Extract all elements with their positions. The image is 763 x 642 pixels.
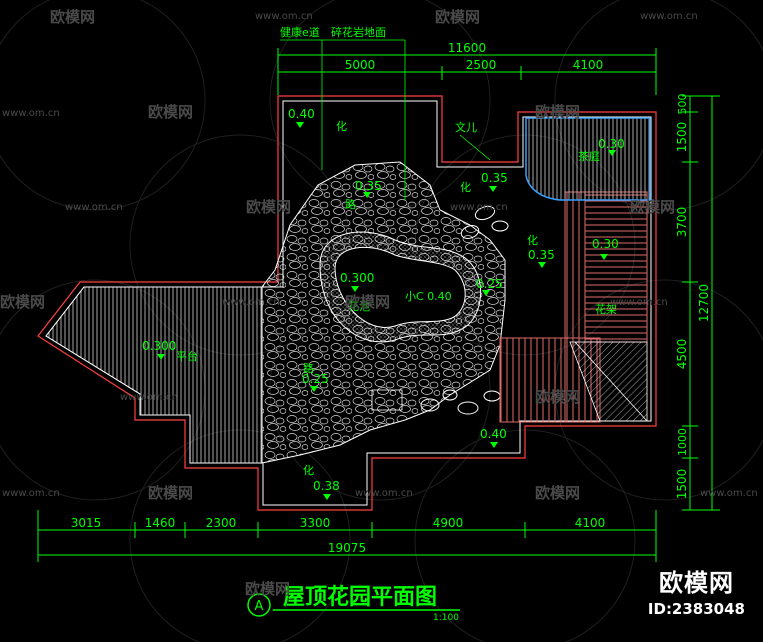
watermark-url: www.om.cn: [640, 11, 698, 22]
dim-top-seg: 5000: [345, 58, 376, 72]
note-flower: 化: [303, 463, 314, 477]
watermark-url: www.om.cn: [700, 488, 758, 499]
note-pergola: 花架: [595, 303, 617, 316]
pergola: [499, 191, 648, 423]
note-flower: 化: [336, 119, 347, 133]
dim-right-seg: 1500: [675, 122, 689, 153]
elevation-label: 0.300: [340, 271, 374, 285]
title-scale: 1:100: [433, 613, 459, 623]
note-terrace: 平台: [176, 349, 198, 363]
dim-right-seg: 4500: [675, 339, 689, 370]
dim-bottom-seg: 3300: [300, 516, 331, 530]
watermark-logo: 欧模网: [148, 484, 194, 502]
leader-lines: [280, 39, 491, 200]
watermark-url: www.om.cn: [2, 108, 60, 119]
title-marker-circle: [247, 593, 271, 617]
dim-bottom-seg: 4900: [433, 516, 464, 530]
elevation-label: 0.35: [481, 171, 508, 185]
watermark-logo: 欧模网: [148, 103, 194, 121]
watermark-logo: 欧模网: [50, 8, 96, 26]
watermark-url: www.om.cn: [120, 392, 178, 403]
elevation-label: 0.40: [480, 427, 507, 441]
watermark-logo: 欧模网: [345, 293, 391, 311]
dim-right-total: 12700: [697, 284, 711, 322]
watermark-logo: 欧模网: [535, 388, 581, 406]
dim-top-seg: 2500: [466, 58, 497, 72]
elevation-label: 0.30: [592, 237, 619, 251]
watermark-url: www.om.cn: [450, 202, 508, 213]
pond: [319, 231, 482, 343]
dimension-texts: 11600 5000 2500 4100 3015 1460 2300 3300…: [71, 41, 711, 555]
note-path: 路: [303, 362, 314, 375]
watermark-url: www.om.cn: [355, 488, 413, 499]
dim-bottom-seg: 3015: [71, 516, 102, 530]
title-marker: A: [255, 599, 264, 614]
watermark-logo: 欧模网: [0, 293, 46, 311]
dim-right-seg: 1000: [676, 428, 689, 456]
elevation-texts: 0.40 0.35 0.35 0.35 0.30 0.30 0.300 0.25…: [142, 107, 625, 493]
note-flower: 化: [527, 233, 538, 247]
dimension-lines: [37, 48, 720, 562]
elevation-label: 0.40: [288, 107, 315, 121]
dim-right-seg: 1500: [675, 469, 689, 500]
terrace-area: [45, 286, 263, 464]
drawing-title: 屋顶花园平面图: [283, 584, 437, 610]
watermark-url: www.om.cn: [222, 297, 280, 308]
dim-bottom-seg: 2300: [206, 516, 237, 530]
elevation-label: 0.30: [598, 137, 625, 151]
note-flower: 化: [460, 180, 471, 194]
watermark-logo: 欧模网: [535, 103, 581, 121]
brand-id: ID:2383048: [647, 600, 745, 618]
note-wenr: 文儿: [455, 120, 477, 134]
watermark-logo: 欧模网: [435, 8, 481, 26]
note-healthy-path: 健康e道: [280, 25, 320, 39]
note-path: 路: [345, 198, 356, 211]
watermark-url: www.om.cn: [2, 488, 60, 499]
elevation-label: 0.35: [528, 248, 555, 262]
watermark-logo: 欧模网: [246, 198, 292, 216]
stepping-stones: [420, 205, 509, 415]
watermark-url: www.om.cn: [255, 11, 313, 22]
note-gravel-ground: 碎花岩地面: [331, 25, 386, 39]
dim-top-total: 11600: [448, 41, 486, 55]
dim-bottom-seg: 4100: [575, 516, 606, 530]
dim-right-seg: 3700: [675, 207, 689, 238]
elevation-label: 0.38: [313, 479, 340, 493]
dim-right-seg: 500: [676, 94, 689, 115]
brand-stamp: 欧模网 ID:2383048: [648, 563, 745, 618]
note-pool: 花池: [348, 300, 370, 313]
elevation-label: 0.35: [355, 179, 382, 193]
watermark-logo: 欧模网: [245, 580, 291, 598]
drawing-title-block: A 屋顶花园平面图 1:100: [247, 584, 460, 623]
watermark-logo: 欧模网: [630, 198, 676, 216]
elevation-label: 0.25: [476, 277, 503, 291]
watermark-url: www.om.cn: [65, 202, 123, 213]
annotation-texts: 健康e道 碎花岩地面 文儿 茶庭 花架 平台 花池 小C 0.40 路 路 化 …: [176, 25, 617, 477]
elevation-triangles: [157, 122, 616, 500]
watermark-url: www.om.cn: [610, 297, 668, 308]
elevation-label: 0.300: [142, 339, 176, 353]
watermark-logo: 欧模网: [535, 484, 581, 502]
tea-deck: [525, 117, 651, 201]
note-tea-garden: 茶庭: [578, 149, 600, 163]
brand-name: 欧模网: [658, 569, 734, 597]
dim-top-seg: 4100: [573, 58, 604, 72]
dim-bottom-total: 19075: [328, 541, 366, 555]
note-pool-center: 小C 0.40: [405, 290, 452, 303]
elevation-label: 0.25: [302, 372, 329, 386]
bed-frames: [371, 389, 403, 411]
dim-bottom-seg: 1460: [145, 516, 176, 530]
